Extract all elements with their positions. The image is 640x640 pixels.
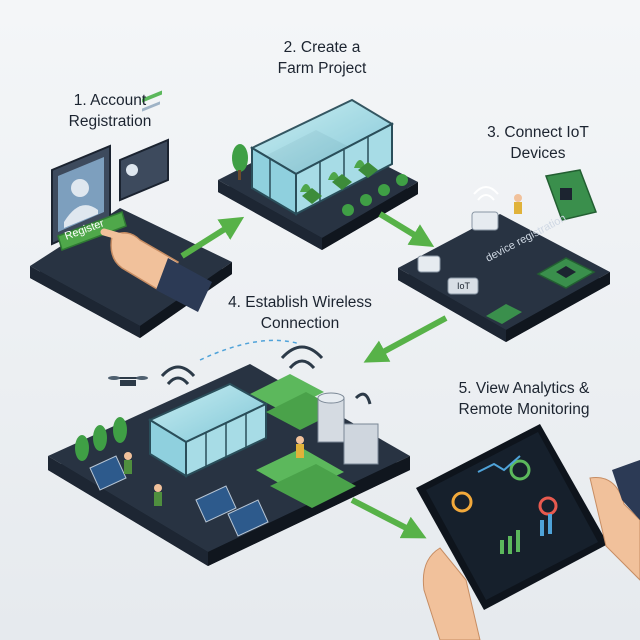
step-title-line-1: 5. View Analytics & xyxy=(458,380,590,397)
register-button-shape xyxy=(57,211,127,251)
step-title-line-1: 2. Create a xyxy=(283,39,361,56)
arrow-step-3-to-4 xyxy=(363,315,448,363)
step-label-account-registration: 1. Account Registration xyxy=(40,90,180,132)
pointing-hand-icon xyxy=(100,228,212,312)
arrow-step-4-to-5 xyxy=(350,497,427,539)
drone-icon xyxy=(108,376,148,386)
greenhouse-icon xyxy=(249,98,395,216)
step-title-line-2: Registration xyxy=(68,113,152,130)
platform-wireless-connection xyxy=(48,339,410,566)
worker-figure xyxy=(124,436,304,506)
platform-farm-project xyxy=(218,98,418,250)
step-title-line-2: Farm Project xyxy=(277,60,367,77)
user-avatar-icon xyxy=(51,144,111,246)
profile-card-icon xyxy=(119,90,169,202)
circuit-board-icon xyxy=(486,169,598,324)
arrow-step-2-to-3 xyxy=(378,211,435,247)
worker-figure xyxy=(514,194,522,214)
iot-tag: IoT xyxy=(457,281,471,291)
tree-icon xyxy=(232,144,248,180)
step-title-line-2: Connection xyxy=(260,315,340,332)
step-label-connect-iot-devices: 3. Connect IoT Devices xyxy=(468,122,608,164)
water-tank-icon xyxy=(317,392,379,465)
platform-iot-devices: device registration IoT xyxy=(398,169,610,342)
step-label-establish-wireless-connection: 4. Establish Wireless Connection xyxy=(205,292,395,334)
wireless-signal-line xyxy=(199,339,301,361)
sensor-device-icon xyxy=(417,211,499,295)
step-label-create-farm-project: 2. Create a Farm Project xyxy=(252,37,392,79)
greenhouse-icon xyxy=(147,382,269,478)
chart-bars xyxy=(500,514,552,554)
step-title-line-2: Devices xyxy=(510,145,566,162)
bush-row xyxy=(342,174,408,216)
arrow-step-1-to-2 xyxy=(180,216,245,259)
step-title-line-2: Remote Monitoring xyxy=(458,401,590,418)
wifi-icon xyxy=(473,186,499,201)
step-title-line-1: 4. Establish Wireless xyxy=(228,294,372,311)
tablet-icon xyxy=(416,424,640,640)
wifi-icon xyxy=(160,345,372,405)
platform-account-registration xyxy=(30,90,232,338)
step-title-line-1: 1. Account xyxy=(73,92,147,109)
step-label-view-analytics: 5. View Analytics & Remote Monitoring xyxy=(424,378,624,420)
tree-icon xyxy=(75,417,127,461)
solar-panel-icon xyxy=(89,455,269,537)
step-title-line-1: 3. Connect IoT xyxy=(487,124,589,141)
